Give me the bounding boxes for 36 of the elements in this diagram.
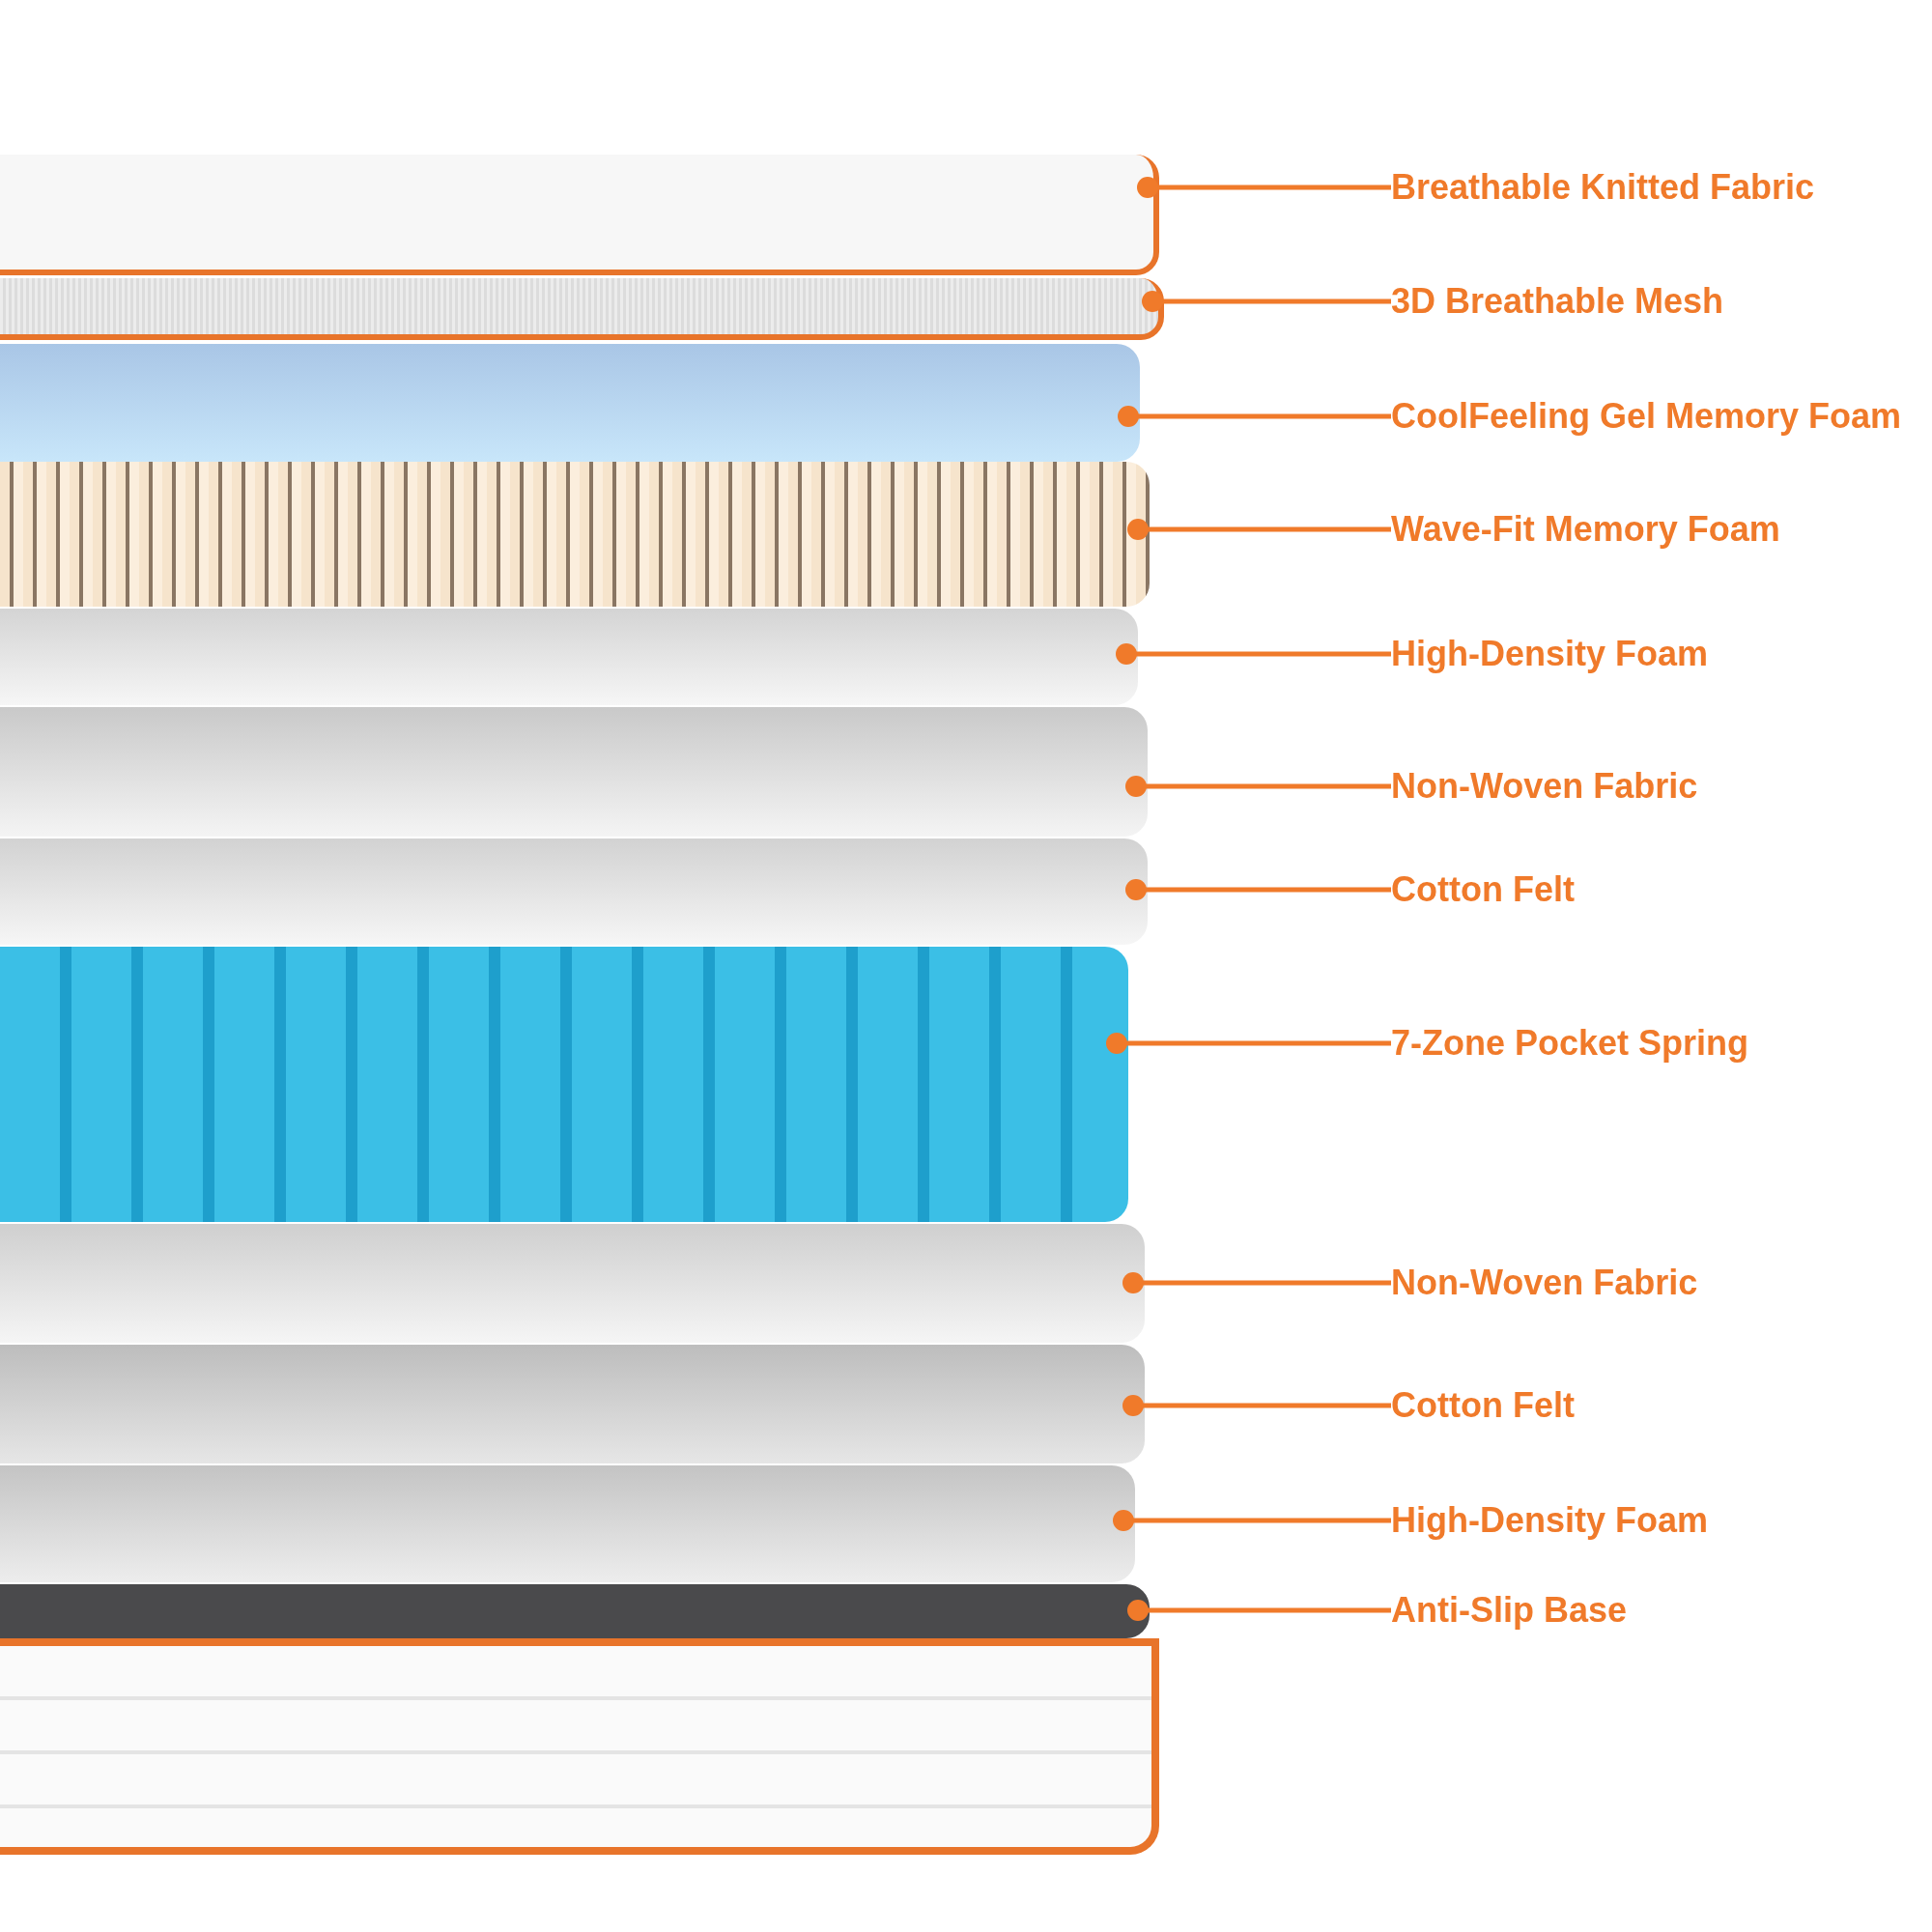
pocket-spring-layer-drawing (0, 947, 1128, 1222)
felt-layer-drawing (0, 838, 1148, 945)
layer-label: 7-Zone Pocket Spring (1391, 1022, 1749, 1065)
leader-line (1122, 1395, 1391, 1416)
leader-line (1125, 776, 1391, 797)
layer-label: Cotton Felt (1391, 868, 1575, 911)
fabric-layer-drawing (0, 1224, 1145, 1343)
base-layer-drawing (0, 1584, 1150, 1638)
wave-foam-layer-drawing (0, 462, 1150, 607)
leader-line (1125, 879, 1391, 900)
layer-label: Anti-Slip Base (1391, 1589, 1628, 1632)
layer-label: 3D Breathable Mesh (1391, 280, 1724, 323)
layer-label: Cotton Felt (1391, 1384, 1575, 1427)
layer-label: Breathable Knitted Fabric (1391, 166, 1815, 209)
felt-layer-drawing (0, 1345, 1145, 1463)
leader-line (1142, 291, 1391, 312)
layer-label: High-Density Foam (1391, 1499, 1709, 1542)
leader-line (1137, 177, 1391, 198)
leader-line (1127, 519, 1391, 540)
leader-line (1118, 406, 1391, 427)
gel-foam-layer-drawing (0, 344, 1140, 462)
fabric-layer-drawing (0, 155, 1159, 275)
foam-layer-drawing (0, 609, 1138, 705)
mesh-layer-drawing (0, 278, 1164, 340)
foam-layer-drawing (0, 1465, 1135, 1582)
fabric-layer-drawing (0, 707, 1148, 837)
leader-line (1106, 1033, 1391, 1054)
layer-label: High-Density Foam (1391, 633, 1709, 675)
leader-line (1116, 643, 1391, 665)
layer-label: Wave-Fit Memory Foam (1391, 508, 1780, 551)
layer-label: Non-Woven Fabric (1391, 765, 1698, 808)
layer-label: CoolFeeling Gel Memory Foam (1391, 395, 1902, 438)
leader-line (1113, 1510, 1391, 1531)
leader-line (1127, 1600, 1391, 1621)
leader-line (1122, 1272, 1391, 1293)
layer-label: Non-Woven Fabric (1391, 1262, 1698, 1304)
